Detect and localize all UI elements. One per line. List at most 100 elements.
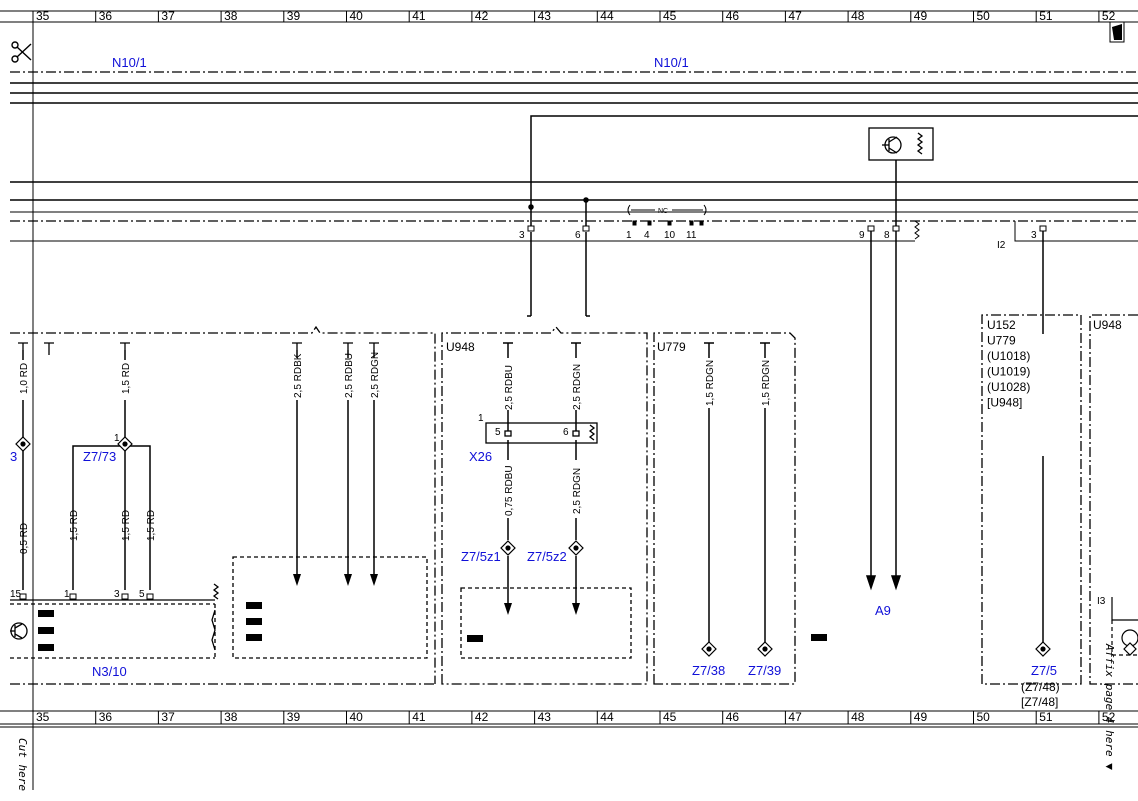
nc-pin-10: 10	[664, 230, 676, 241]
pin-label-8: 8	[884, 230, 890, 241]
nc-label: NC	[658, 208, 668, 215]
nc-group	[627, 204, 707, 226]
i3-bracket	[1111, 597, 1138, 656]
x26-pin-1: 1	[478, 413, 484, 424]
i2-label: I2	[997, 240, 1006, 251]
u948-diamonds	[500, 540, 584, 556]
u779-frame	[653, 332, 796, 685]
top-ruler-number: 46	[726, 9, 740, 23]
wire-15rd-b: 1,5 RD	[121, 510, 132, 541]
top-ruler-number: 49	[914, 9, 928, 23]
arrow-target-box-1	[232, 556, 428, 659]
pointing-hand-icons-left	[38, 610, 54, 651]
nc-pin-1: 1	[626, 230, 632, 241]
top-ruler-number: 40	[350, 9, 364, 23]
z7-5-alt1: (Z7/48)	[1021, 680, 1060, 694]
bottom-ruler-number: 37	[161, 710, 175, 724]
top-ruler-number: 48	[851, 9, 865, 23]
left-arrows	[293, 574, 378, 586]
top-ruler-number: 42	[475, 9, 489, 23]
wire-05rd: 0,5 RD	[19, 523, 30, 554]
i3-label: I3	[1097, 596, 1106, 607]
n10-1-left-label: N10/1	[112, 55, 147, 70]
z7-39-label: Z7/39	[748, 663, 781, 678]
left-taps	[18, 342, 379, 355]
u152-line: (U1028)	[987, 380, 1030, 394]
wire-075rdbu: 0,75 RDBU	[504, 465, 515, 516]
top-bus	[10, 71, 1138, 104]
wire-pin3	[527, 115, 1138, 317]
wire-15rd-c: 1,5 RD	[146, 510, 157, 541]
u948-arrows	[504, 603, 580, 615]
x26-connector	[485, 422, 598, 444]
bus-connector-pins	[527, 225, 1047, 232]
bottom-ruler-number: 50	[977, 710, 991, 724]
pointing-hand-icon-u779	[811, 634, 827, 641]
pointing-hand-icons-mid	[246, 602, 262, 641]
u152-line: U779	[987, 334, 1016, 348]
top-ruler-number: 44	[600, 9, 614, 23]
wire-25rdgn-low: 2,5 RDGN	[572, 468, 583, 514]
u779-diamonds	[701, 641, 773, 657]
top-ruler-number: 41	[412, 9, 426, 23]
z7-5z1-label: Z7/5z1	[461, 549, 501, 564]
wire-u779-b: 1,5 RDGN	[761, 360, 772, 406]
left-wires	[22, 350, 375, 590]
top-ruler-number: 47	[788, 9, 802, 23]
left-3-label: 3	[10, 449, 17, 464]
bottom-ruler-number: 36	[99, 710, 113, 724]
top-ruler-number: 45	[663, 9, 677, 23]
n10-1-right-label: N10/1	[654, 55, 689, 70]
n3-pin-15: 15	[10, 589, 22, 600]
top-ruler-number: 43	[538, 9, 552, 23]
nc-pin-4: 4	[644, 230, 650, 241]
u948-right-frame	[1089, 314, 1138, 685]
u779-label: U779	[657, 340, 686, 354]
top-ruler-number: 51	[1039, 9, 1053, 23]
u152-line: U152	[987, 318, 1016, 332]
top-ruler-number: 52	[1102, 9, 1116, 23]
left-diamonds	[15, 436, 133, 452]
bottom-ruler-number: 40	[350, 710, 364, 724]
top-ruler-number: 36	[99, 9, 113, 23]
n3-10-pins	[19, 593, 154, 600]
pin-label-6: 6	[575, 230, 581, 241]
bottom-ruler-number: 49	[914, 710, 928, 724]
u152-line: (U1018)	[987, 349, 1030, 363]
wire-pin9	[865, 231, 877, 591]
wire-pin8	[890, 160, 902, 591]
wire-10rd: 1,0 RD	[19, 363, 30, 394]
n3-pin-3: 3	[114, 589, 120, 600]
z7-38-label: Z7/38	[692, 663, 725, 678]
bottom-ruler-number: 52	[1102, 710, 1116, 724]
bottom-ruler-number: 51	[1039, 710, 1053, 724]
wire-15rd-a: 1,5 RD	[69, 510, 80, 541]
pin-label-3b: 3	[1031, 230, 1037, 241]
u779-wires	[704, 342, 770, 642]
z7-73-label: Z7/73	[83, 449, 116, 464]
u152-frame	[981, 314, 1082, 685]
wire-pin6	[583, 197, 590, 317]
x26-label: X26	[469, 449, 492, 464]
n3-pin-1: 1	[64, 589, 70, 600]
z7-5-alt2: [Z7/48]	[1021, 695, 1058, 709]
pin-label-9: 9	[859, 230, 865, 241]
top-ruler-number: 39	[287, 9, 301, 23]
n3-10-box	[10, 583, 220, 659]
z7-5-label: Z7/5	[1031, 663, 1057, 678]
affix-page-text: Affix page 4 here ▼	[1103, 643, 1116, 770]
u152-diamond	[1035, 641, 1051, 657]
bottom-ruler-number: 43	[538, 710, 552, 724]
u152-line: [U948]	[987, 396, 1022, 410]
bottom-ruler-number: 44	[600, 710, 614, 724]
bottom-ruler-number: 35	[36, 710, 50, 724]
x26-pin-5: 5	[495, 427, 501, 438]
wire-25rdbu: 2,5 RDBU	[344, 353, 355, 398]
n3-pin-5: 5	[139, 589, 145, 600]
bottom-ruler-number: 39	[287, 710, 301, 724]
bottom-ruler-number: 38	[224, 710, 238, 724]
pointing-hand-icon-u948	[467, 635, 483, 642]
